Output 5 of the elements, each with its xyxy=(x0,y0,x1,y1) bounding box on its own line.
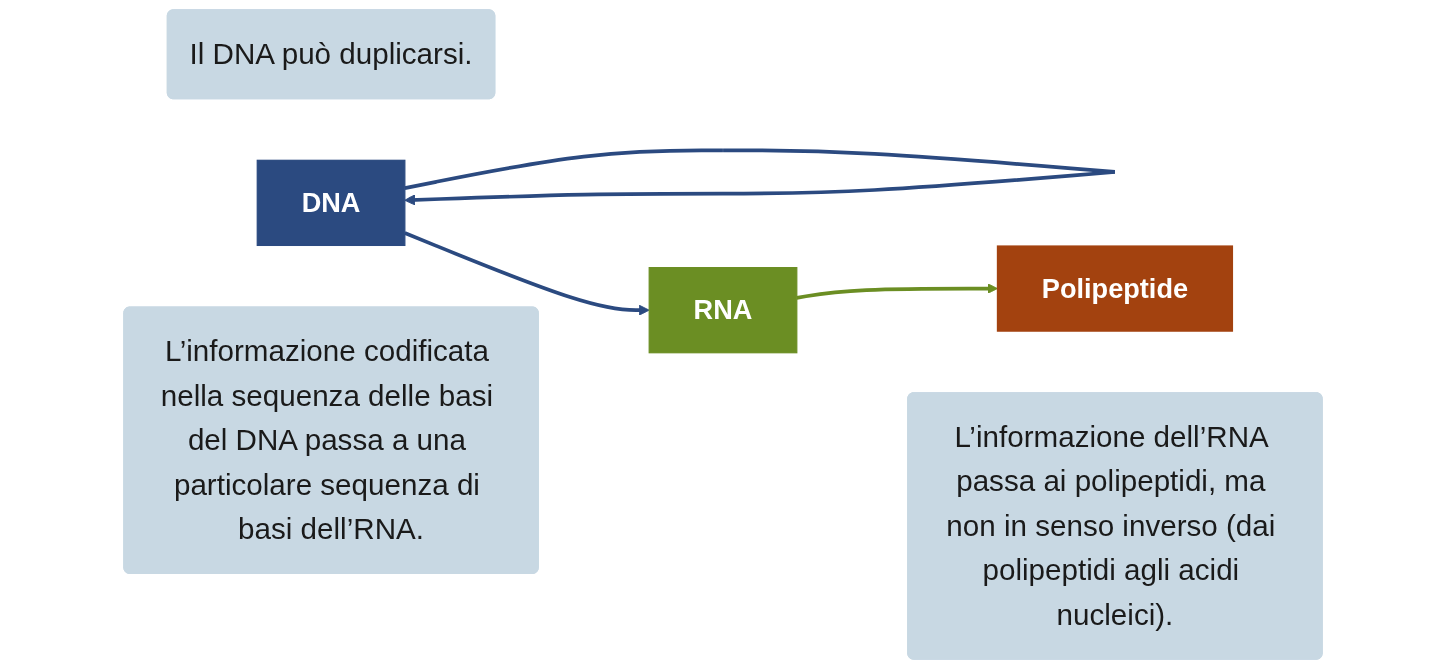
node-box: Polipeptide xyxy=(996,245,1234,332)
node-box: DNA xyxy=(256,159,406,246)
arrow xyxy=(796,283,998,300)
node-box: RNA xyxy=(648,267,798,354)
arrow xyxy=(404,231,650,316)
